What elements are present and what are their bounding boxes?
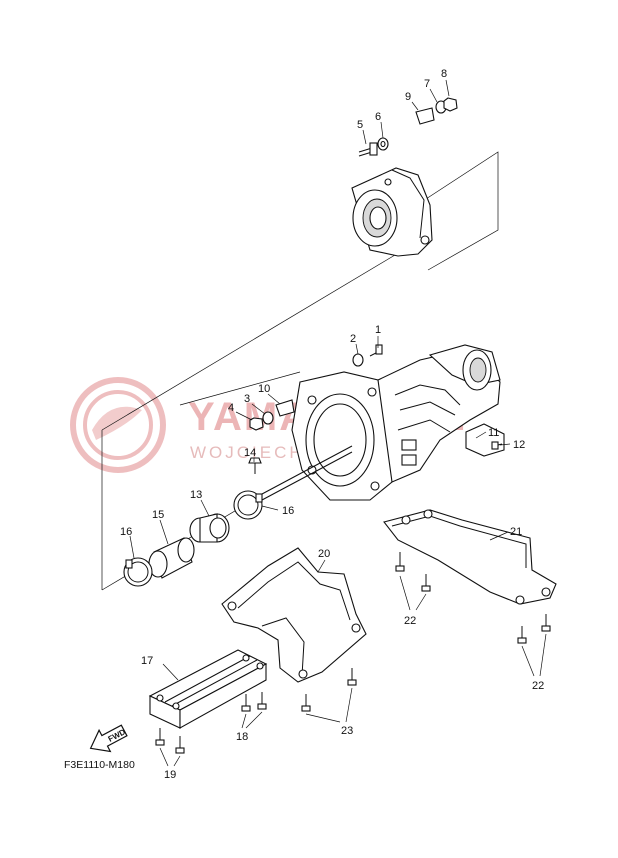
bolt-1 (369, 344, 383, 357)
callout-5: 5 (357, 119, 363, 131)
washer-2 (352, 353, 364, 367)
callout-7: 7 (424, 78, 430, 90)
callout-21: 21 (510, 526, 522, 538)
watermark-logo (70, 377, 166, 473)
callout-20: 20 (318, 548, 330, 560)
bolt-5 (358, 142, 378, 157)
callout-18: 18 (236, 731, 248, 743)
callout-12: 12 (513, 439, 525, 451)
drive-shaft (261, 445, 353, 501)
bolt-14 (248, 457, 262, 474)
plate-10 (275, 399, 295, 417)
nut-8 (443, 97, 458, 112)
nut-4 (249, 417, 264, 431)
screws-19 (155, 728, 185, 754)
callout-6: 6 (375, 111, 381, 123)
clamp-16-right (233, 490, 263, 520)
plate-9 (415, 107, 435, 125)
callout-10: 10 (258, 383, 270, 395)
callout-15: 15 (152, 509, 164, 521)
plate-20 (221, 547, 367, 683)
washer-6 (377, 137, 389, 151)
callout-3: 3 (244, 393, 250, 405)
callout-13: 13 (190, 489, 202, 501)
callout-14: 14 (244, 447, 256, 459)
callout-8: 8 (441, 68, 447, 80)
screws-22-right (517, 614, 551, 644)
callout-23: 23 (341, 725, 353, 737)
callout-22-right: 22 (532, 680, 544, 692)
screws-18 (241, 692, 267, 712)
bearing-housing (351, 167, 433, 257)
pump-housing (291, 344, 501, 501)
callout-2: 2 (350, 333, 356, 345)
callout-labels: 1 2 3 4 5 6 7 8 9 10 11 12 13 14 15 16 1… (120, 68, 544, 781)
figure-code: F3E1110-M180 (64, 759, 135, 771)
screws-23 (301, 668, 357, 712)
callout-17: 17 (141, 655, 153, 667)
callout-1: 1 (375, 324, 381, 336)
leader-lines (129, 79, 547, 767)
callout-16-right: 16 (282, 505, 294, 517)
bolt-12 (491, 441, 503, 450)
callout-4: 4 (228, 402, 234, 414)
callout-11: 11 (488, 427, 499, 439)
fwd-arrow-icon: FWD (89, 724, 128, 753)
plate-21 (383, 509, 557, 605)
clamp-16-left (123, 557, 153, 587)
hose-15 (148, 537, 195, 579)
coupling-13 (189, 513, 230, 543)
grate-17 (148, 649, 268, 729)
screws-22-left (395, 552, 431, 592)
callout-16-left: 16 (120, 526, 132, 538)
callout-22-left: 22 (404, 615, 416, 627)
washer-3 (262, 411, 274, 425)
callout-19: 19 (164, 769, 176, 781)
callout-9: 9 (405, 91, 411, 103)
